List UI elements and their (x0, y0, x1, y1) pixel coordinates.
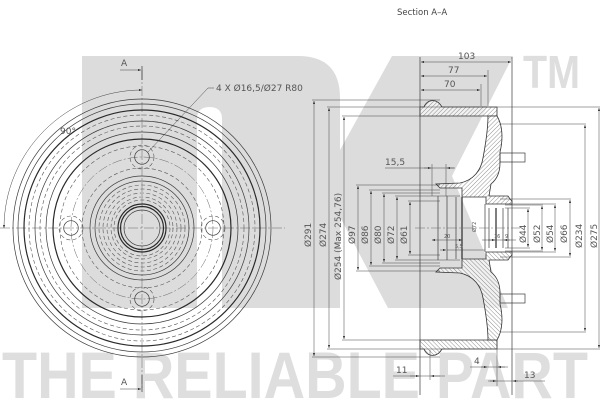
dim-103: 103 (458, 52, 475, 62)
dim-diameter-66: Ø66 (559, 224, 570, 243)
watermark-tagline: THE RELIABLE PART (2, 338, 588, 400)
dim-15-5: 15,5 (385, 158, 405, 168)
dim-inner-bore: Ø72 (471, 222, 478, 232)
dim-diameter-274: Ø274 (318, 222, 329, 247)
dim-20: 20 (444, 234, 450, 240)
section-marker-top-label: A (121, 59, 128, 69)
dim-77: 77 (448, 66, 459, 76)
dim-diameter-275: Ø275 (589, 224, 600, 248)
hub-rings (89, 175, 195, 281)
dim-diameter-254: Ø254 (Max 254,76) (333, 193, 344, 280)
watermark-trademark: TM (523, 46, 580, 98)
bottom-axial-dimensions: 11 4 13 (393, 340, 545, 386)
section-title: Section A–A (397, 8, 447, 18)
dim-9: 9 (505, 234, 508, 240)
inner-axial-dimensions: 15,5 20 5,5 Ø72 16 9 (385, 158, 516, 252)
wheel-stud-lower (499, 293, 526, 304)
dim-diameter-61: Ø61 (399, 225, 410, 244)
dim-5-5: 5,5 (455, 244, 463, 250)
bolt-callout-leader (147, 87, 214, 153)
drum-rings (12, 98, 272, 358)
dim-diameter-44: Ø44 (518, 224, 529, 243)
section-view: 103 77 70 (303, 52, 600, 395)
dim-11: 11 (396, 366, 407, 376)
watermark-letter-n (82, 56, 340, 308)
angle-label: 90° (60, 127, 76, 137)
dim-70: 70 (444, 80, 456, 90)
bolt-callout: 4 X Ø16,5/Ø27 R80 (216, 83, 303, 94)
wheel-stud-upper (499, 152, 526, 163)
angle-dimension-arc (2, 88, 143, 229)
bolt-circle (70, 156, 214, 300)
dim-4: 4 (474, 357, 480, 367)
dim-diameter-97: Ø97 (347, 225, 358, 244)
bolt-hole-bottom (129, 286, 155, 312)
dim-16: 16 (494, 234, 500, 240)
front-view: 90° A A 4 X Ø16,5/Ø27 R80 (0, 59, 303, 392)
dim-diameter-80: Ø80 (373, 225, 384, 244)
dim-diameter-52: Ø52 (532, 224, 543, 243)
dim-diameter-86: Ø86 (360, 225, 371, 244)
dim-diameter-291: Ø291 (303, 223, 314, 247)
section-marker-top: A (120, 59, 143, 80)
dim-diameter-54: Ø54 (545, 224, 556, 243)
section-marker-bottom-label: A (121, 378, 128, 388)
bore-lines (415, 196, 520, 260)
dim-diameter-234: Ø234 (574, 223, 585, 248)
section-marker-bottom: A (120, 375, 143, 392)
dim-13: 13 (524, 371, 535, 381)
bolt-hole-right (200, 215, 226, 241)
left-diameter-dimensions: Ø291 Ø274 Ø254 (Max 254,76) Ø97 Ø86 Ø80 … (303, 99, 600, 358)
dim-diameter-72: Ø72 (386, 225, 397, 244)
right-diameter-dimensions: Ø44 Ø52 Ø54 Ø66 Ø234 Ø275 (500, 108, 600, 348)
